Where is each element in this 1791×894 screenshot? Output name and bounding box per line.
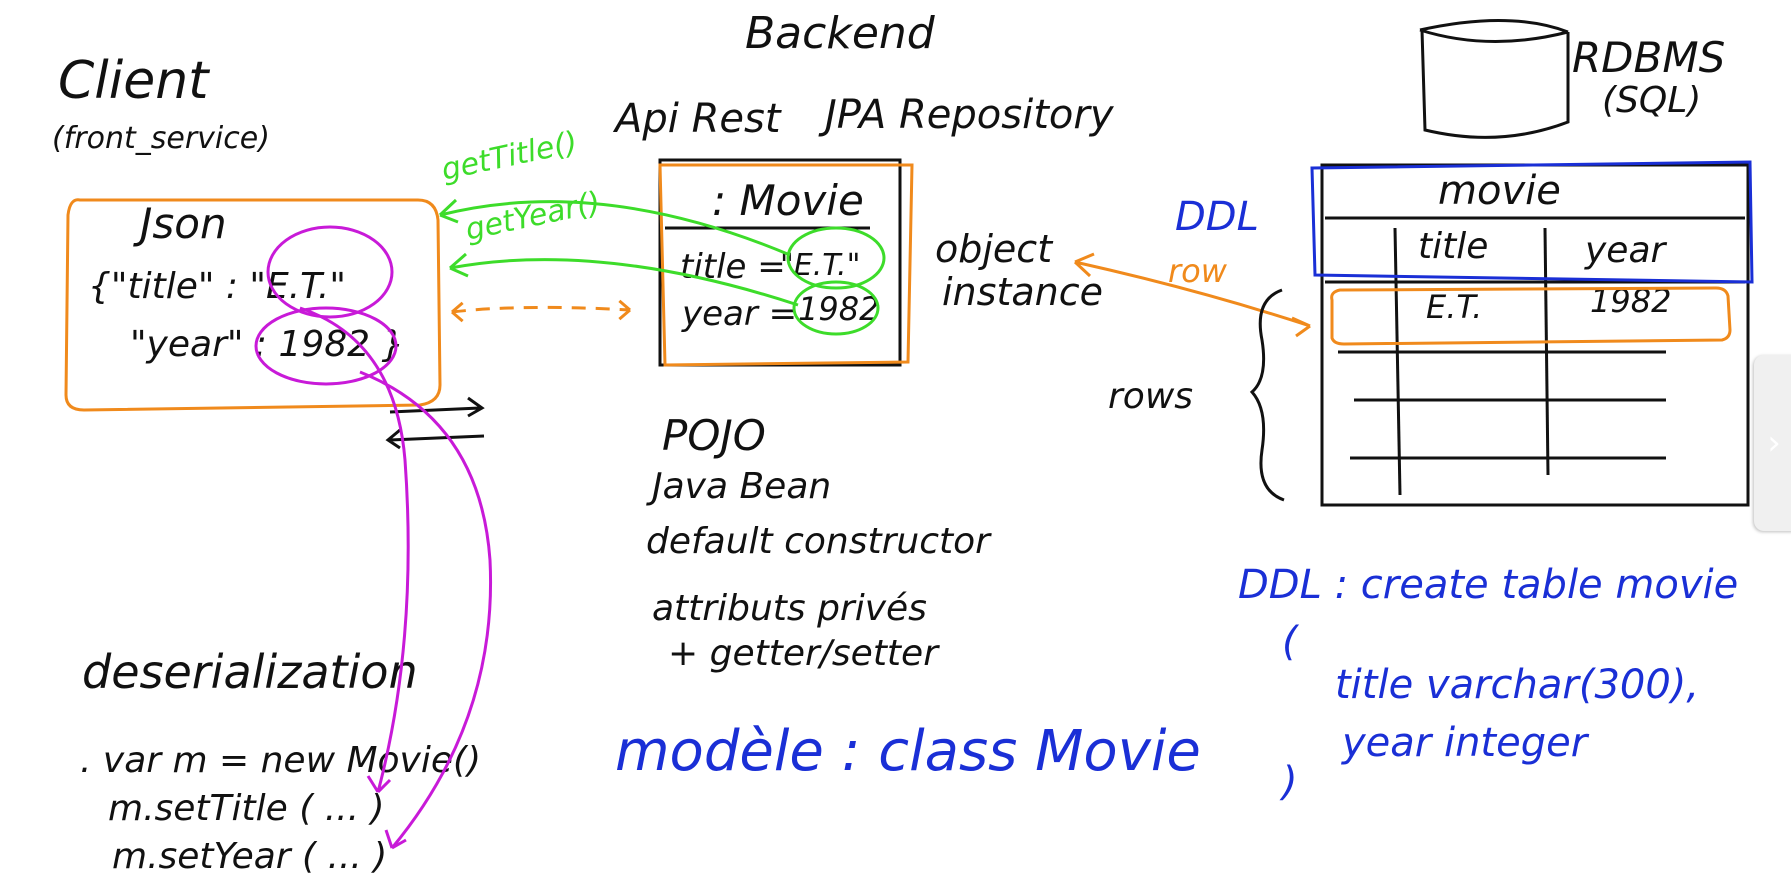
table-col-divider-2 bbox=[1543, 227, 1550, 476]
movie-object-box-orange bbox=[658, 163, 914, 367]
json-year-value-circle bbox=[254, 306, 398, 386]
deserialization-label: deserialization bbox=[82, 645, 418, 699]
client-title: Client bbox=[58, 51, 210, 111]
object-instance-label-2: instance bbox=[942, 270, 1103, 314]
pojo-line-2: Java Bean bbox=[646, 466, 831, 507]
pojo-line-1: POJO bbox=[662, 411, 766, 460]
deser-code-line-2: m.setTitle ( ... ) bbox=[108, 788, 385, 829]
rdbms-section: RDBMS (SQL) movie title year E.T. 1982 D… bbox=[1073, 18, 1754, 507]
deserialization-section: deserialization . var m = new Movie() m.… bbox=[80, 306, 493, 877]
ddl-code-open-paren: ( bbox=[1282, 619, 1300, 665]
modele-class-movie: modèle : class Movie bbox=[615, 719, 1201, 784]
deser-year-arrow bbox=[359, 370, 493, 850]
pojo-section: POJO Java Bean default constructor attri… bbox=[615, 411, 1201, 784]
object-row-mapping-arrow bbox=[1073, 252, 1311, 338]
ddl-code-line-2: title varchar(300), bbox=[1335, 662, 1699, 708]
object-title-key: title = bbox=[680, 247, 786, 287]
object-title-value: "E.T." bbox=[780, 248, 860, 283]
rows-brace bbox=[1249, 288, 1285, 502]
json-title-value-circle bbox=[266, 225, 394, 319]
deser-code-line-3: m.setYear ( ... ) bbox=[112, 836, 387, 877]
backend-section: Api Rest JPA Repository : Movie title = … bbox=[438, 92, 1115, 367]
pojo-line-5: + getter/setter bbox=[668, 633, 940, 674]
object-year-value: 1982 bbox=[798, 290, 879, 328]
jpa-repository-label: JPA Repository bbox=[818, 92, 1115, 138]
sql-label: (SQL) bbox=[1602, 80, 1701, 121]
object-instance-label-1: object bbox=[935, 227, 1054, 271]
black-exchange-arrows bbox=[385, 396, 485, 450]
orange-dashed-arrow bbox=[451, 296, 631, 326]
getter-year-label: getYear() bbox=[462, 185, 603, 248]
getter-title-arrow bbox=[438, 198, 791, 257]
ddl-side-label: DDL bbox=[1175, 194, 1259, 240]
row-side-label: row bbox=[1168, 252, 1228, 290]
json-line-title: {"title" : "E.T." bbox=[88, 266, 346, 307]
ddl-code-line-3: year integer bbox=[1341, 720, 1590, 766]
deser-code-line-1: . var m = new Movie() bbox=[80, 740, 481, 781]
getter-year-arrow bbox=[449, 252, 799, 307]
ddl-highlight-box bbox=[1310, 160, 1754, 284]
row-highlight-box bbox=[1330, 286, 1732, 346]
pojo-line-3: default constructor bbox=[646, 521, 992, 562]
backend-title: Backend bbox=[745, 8, 936, 59]
deser-title-arrow bbox=[299, 306, 410, 794]
getter-title-label: getTitle() bbox=[438, 125, 580, 188]
table-col-divider-1 bbox=[1393, 227, 1402, 496]
table-outline bbox=[1320, 163, 1750, 507]
rows-label: rows bbox=[1108, 376, 1193, 417]
client-subtitle: (front_service) bbox=[52, 121, 270, 156]
json-box bbox=[64, 198, 442, 412]
ddl-code-close-paren: ) bbox=[1279, 759, 1298, 805]
chevron-right-icon: › bbox=[1767, 423, 1781, 463]
api-rest-label: Api Rest bbox=[612, 96, 782, 142]
json-label: Json bbox=[133, 199, 227, 248]
object-year-circle bbox=[792, 280, 880, 336]
column-year-header: year bbox=[1584, 230, 1668, 271]
side-panel-toggle[interactable]: › bbox=[1754, 355, 1791, 531]
object-year-key: year = bbox=[681, 294, 797, 334]
rdbms-label: RDBMS bbox=[1572, 33, 1725, 82]
movie-object-header: : Movie bbox=[712, 176, 864, 225]
object-title-circle bbox=[786, 226, 886, 290]
table-name: movie bbox=[1438, 168, 1561, 214]
database-cylinder-icon bbox=[1419, 18, 1570, 139]
pojo-line-4: attributs privés bbox=[652, 588, 927, 629]
column-title-header: title bbox=[1418, 226, 1488, 267]
json-line-year: "year" : 1982 } bbox=[130, 324, 404, 365]
client-section: Client (front_service) Json {"title" : "… bbox=[52, 51, 631, 450]
ddl-code-section: DDL : create table movie ( title varchar… bbox=[1238, 562, 1738, 805]
row-title-cell: E.T. bbox=[1426, 288, 1482, 326]
ddl-code-line-1: DDL : create table movie bbox=[1238, 562, 1738, 608]
